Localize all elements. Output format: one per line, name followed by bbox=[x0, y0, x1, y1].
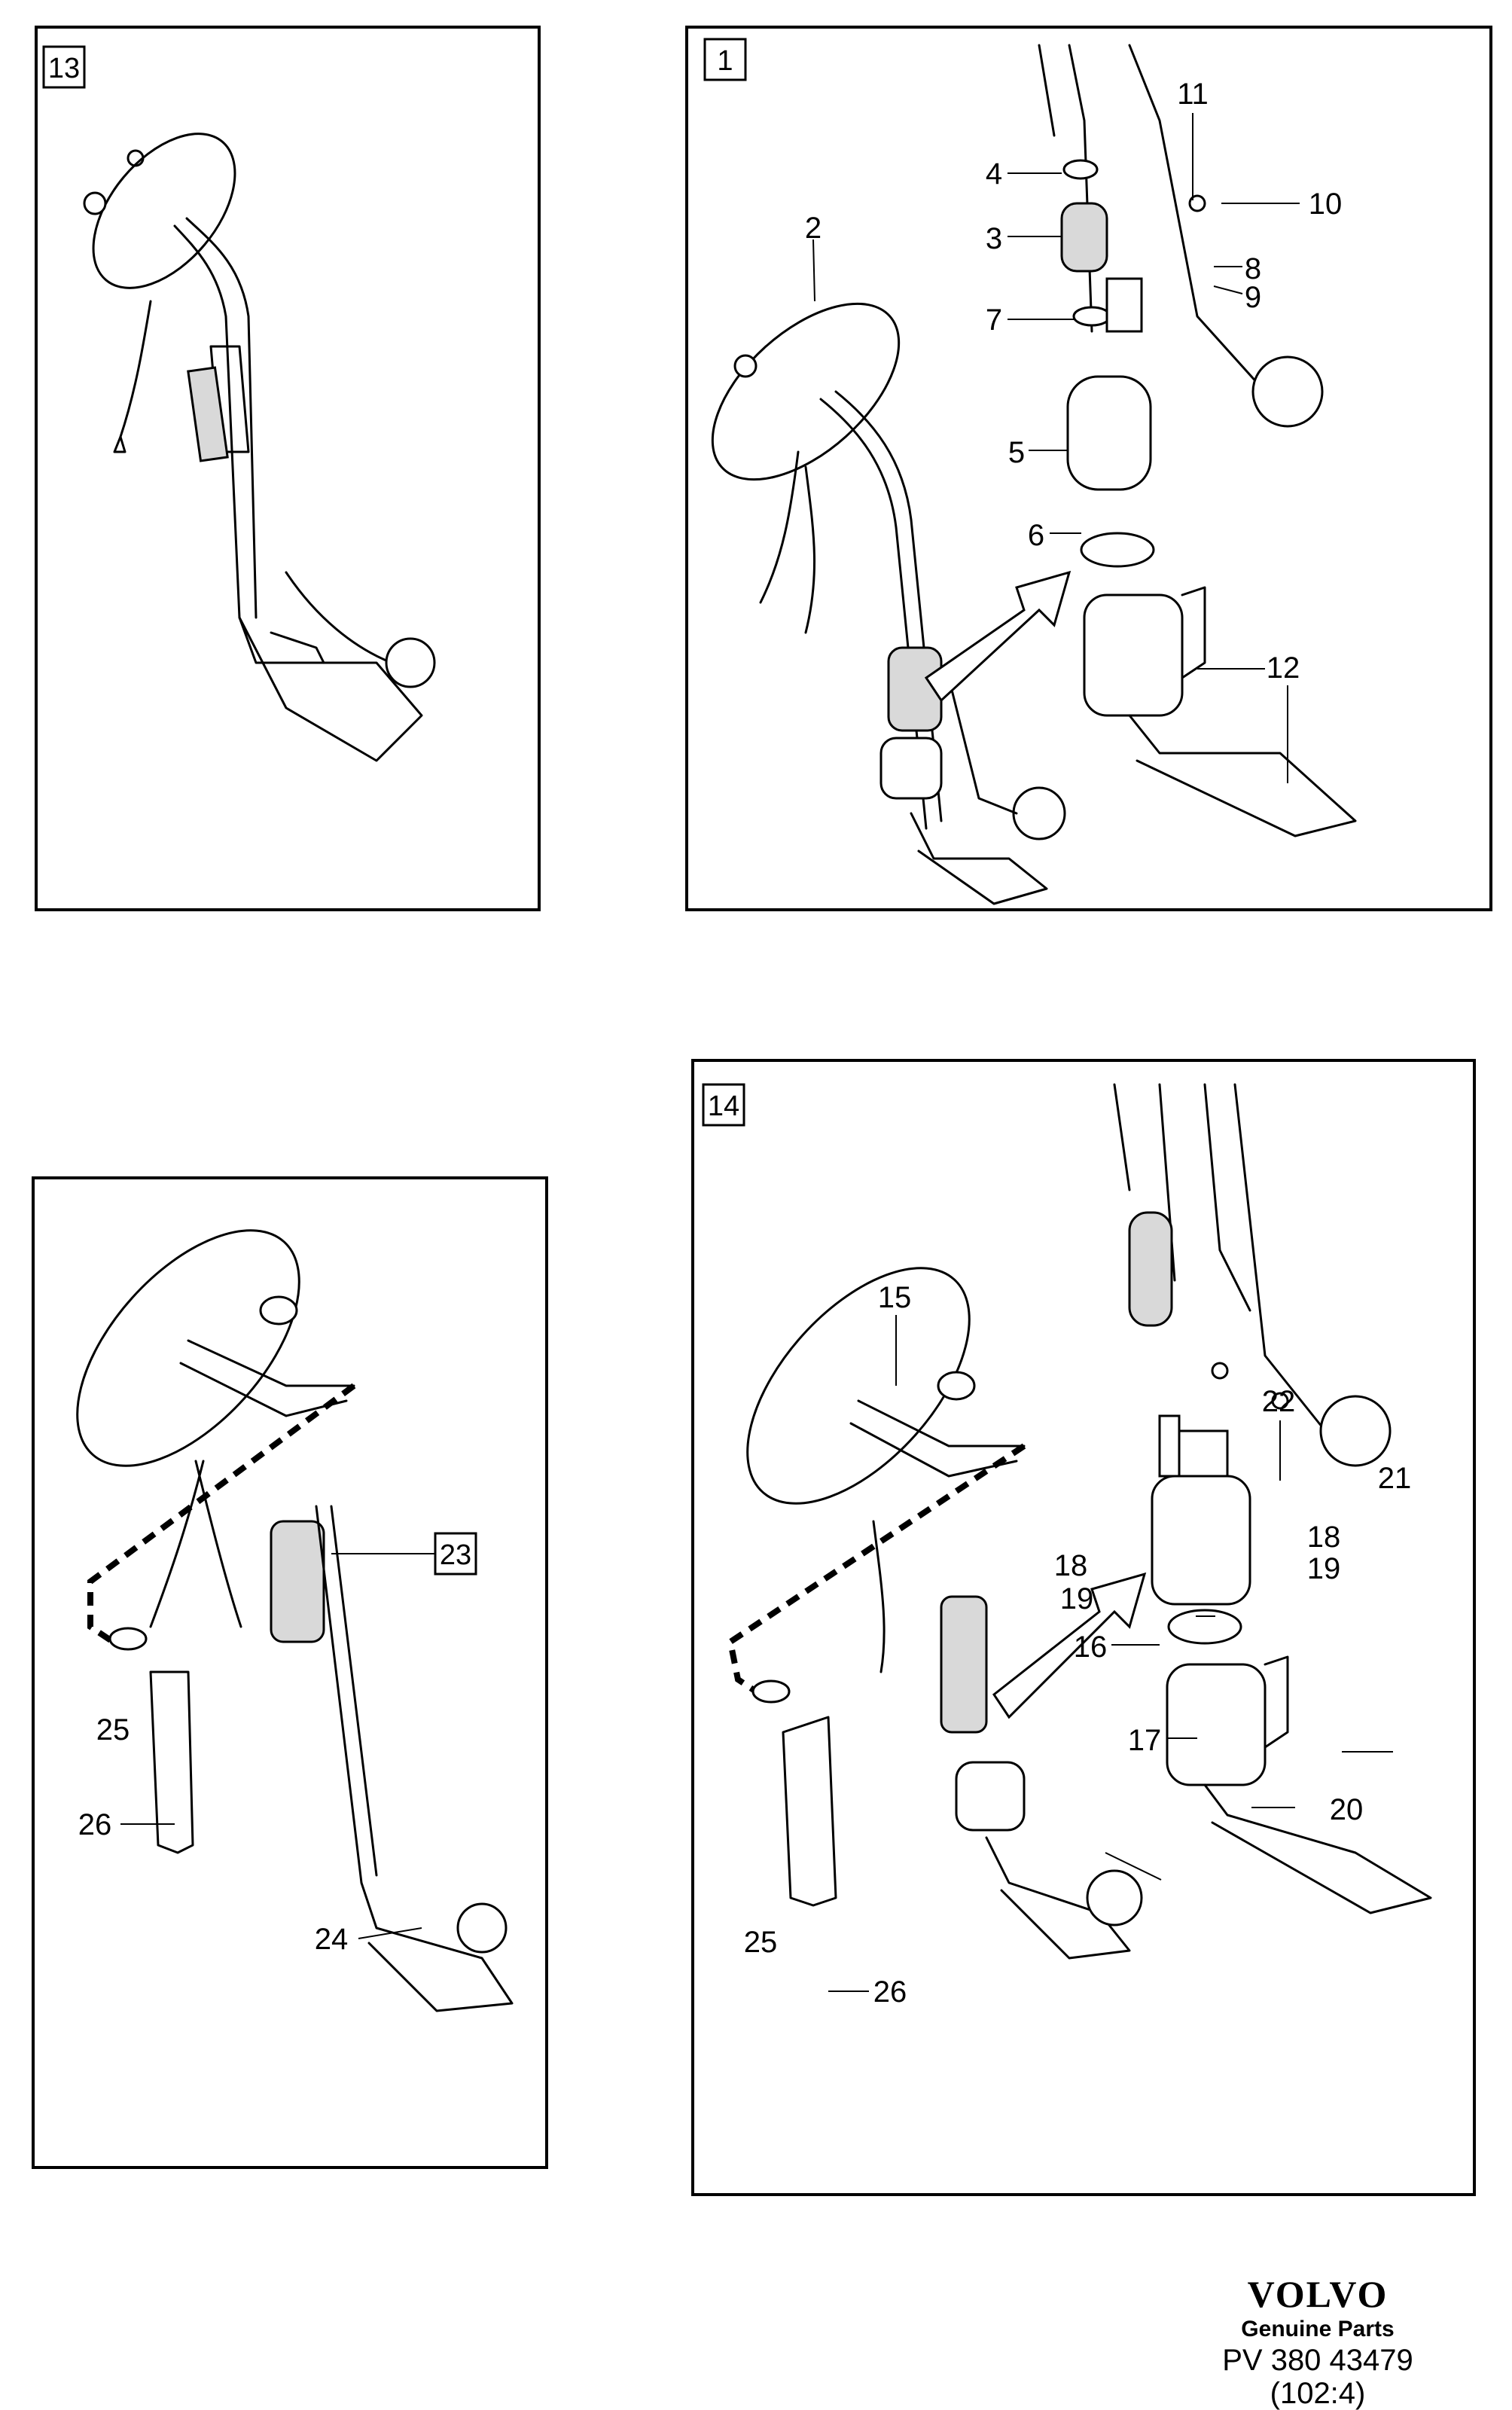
pump-assembly-illustration bbox=[711, 44, 1357, 905]
callout-26-b: 26 bbox=[873, 1975, 907, 2009]
callout-18-right: 18 bbox=[1307, 1521, 1341, 1554]
panel-1: 1 bbox=[685, 26, 1492, 911]
callout-10: 10 bbox=[1309, 188, 1343, 221]
panel-1-id: 1 bbox=[717, 45, 733, 77]
callout-15: 15 bbox=[878, 1281, 912, 1314]
panel-14-frame bbox=[691, 1059, 1476, 2196]
panel-1-id-box bbox=[703, 38, 747, 81]
panel-bottom-left-frame bbox=[32, 1176, 548, 2169]
callout-25: 25 bbox=[96, 1713, 130, 1746]
callout-26: 26 bbox=[78, 1808, 112, 1841]
pump-assembly-late-illustration bbox=[727, 1083, 1432, 1960]
brand-subtitle: Genuine Parts bbox=[1241, 2317, 1395, 2341]
panel-14-id: 14 bbox=[708, 1091, 739, 1122]
panel-13-id: 13 bbox=[48, 53, 80, 84]
brand-reference: PV 380 43479 bbox=[1222, 2344, 1413, 2377]
panel-13-frame bbox=[35, 26, 541, 911]
callout-19-right: 19 bbox=[1307, 1552, 1341, 1585]
callout-11: 11 bbox=[1177, 78, 1209, 111]
callout-9: 9 bbox=[1245, 281, 1261, 314]
callout-2: 2 bbox=[805, 212, 822, 245]
panel-1-frame bbox=[685, 26, 1492, 911]
callout-20: 20 bbox=[1330, 1793, 1364, 1826]
callout-23: 23 bbox=[440, 1539, 471, 1571]
callout-17: 17 bbox=[1128, 1724, 1162, 1757]
brand-logo: VOLVO bbox=[1247, 2273, 1389, 2315]
panel-13-id-box bbox=[42, 45, 86, 89]
panel-bottom-left: 23 24 25 26 bbox=[32, 1176, 548, 2169]
callout-7: 7 bbox=[986, 304, 1002, 337]
panel-14-id-box bbox=[702, 1083, 745, 1127]
callout-18-left: 18 bbox=[1054, 1549, 1088, 1582]
brand-code: (102:4) bbox=[1270, 2377, 1366, 2410]
callout-25-b: 25 bbox=[744, 1926, 778, 1959]
callout-16: 16 bbox=[1074, 1631, 1108, 1664]
callout-4: 4 bbox=[986, 157, 1002, 191]
callout-3: 3 bbox=[986, 222, 1002, 255]
callout-21: 21 bbox=[1378, 1462, 1412, 1495]
fuel-sender-unit-illustration bbox=[83, 133, 436, 762]
callout-24: 24 bbox=[315, 1923, 349, 1956]
leader-24 bbox=[358, 1927, 422, 1939]
callout-5: 5 bbox=[1008, 436, 1025, 469]
callout-12: 12 bbox=[1267, 651, 1300, 685]
panel-1-leaders bbox=[812, 113, 1300, 783]
sender-with-hose-illustration bbox=[76, 1229, 514, 2012]
panel-13: 13 bbox=[35, 26, 541, 911]
callout-8: 8 bbox=[1245, 252, 1261, 285]
panel-14-leaders bbox=[828, 1315, 1393, 1992]
panel-14: 14 15 16 1 bbox=[691, 1059, 1476, 2196]
brand-block: VOLVO Genuine Parts PV 380 43479 (102:4) bbox=[1190, 2273, 1446, 2410]
callout-19-left: 19 bbox=[1060, 1582, 1094, 1615]
callout-22: 22 bbox=[1262, 1385, 1296, 1418]
callout-6: 6 bbox=[1028, 519, 1044, 552]
